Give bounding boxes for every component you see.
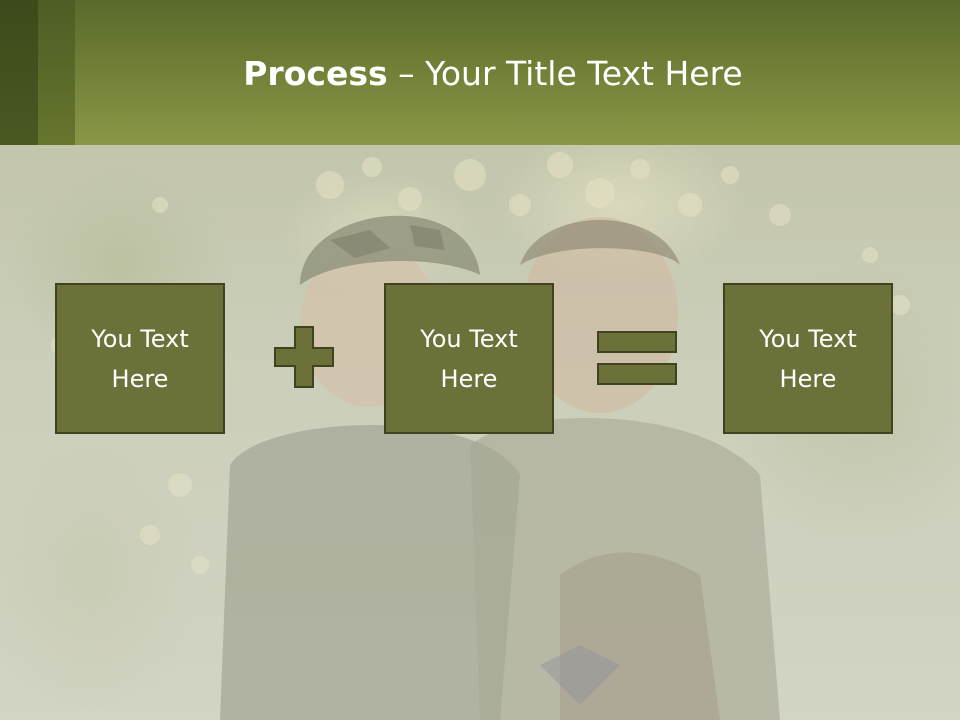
title-text: Your Title Text Here (425, 54, 743, 93)
header-accent-dark (0, 0, 38, 145)
title-bold: Process (243, 54, 388, 93)
plus-icon[interactable] (273, 325, 335, 389)
slide-title[interactable]: Process – Your Title Text Here (0, 52, 960, 96)
title-dash: – (387, 54, 426, 93)
process-box-2[interactable]: You Text Here (384, 283, 554, 434)
header-accent-mid (38, 0, 75, 145)
process-box-3[interactable]: You Text Here (723, 283, 893, 434)
process-box-1[interactable]: You Text Here (55, 283, 225, 434)
equals-icon[interactable] (597, 331, 677, 385)
process-box-1-label: You Text Here (91, 324, 189, 393)
process-box-2-label: You Text Here (420, 324, 518, 393)
process-box-3-label: You Text Here (759, 324, 857, 393)
header-band: Process – Your Title Text Here (0, 0, 960, 145)
